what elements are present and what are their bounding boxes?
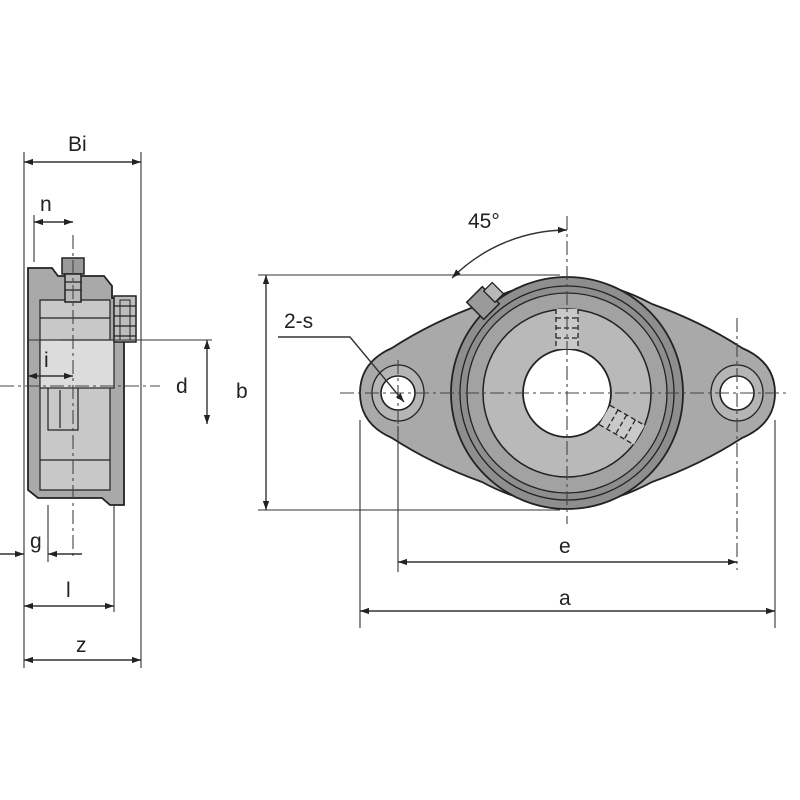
leader-2-s xyxy=(278,336,405,403)
label-i: i xyxy=(44,349,49,372)
label-n: n xyxy=(40,193,52,216)
label-d: d xyxy=(176,375,188,398)
label-a: a xyxy=(559,587,571,610)
side-view: Bi n i d g l z xyxy=(0,133,212,668)
label-2-s: 2-s xyxy=(284,310,313,333)
label-g: g xyxy=(30,530,42,553)
side-bore xyxy=(39,339,115,389)
dim-45-arc xyxy=(451,226,568,279)
label-e: e xyxy=(559,535,571,558)
side-set-screw xyxy=(113,295,137,343)
front-view: b e a 2-s 45° xyxy=(236,210,790,628)
label-l: l xyxy=(66,579,71,602)
label-45: 45° xyxy=(468,210,500,233)
label-z: z xyxy=(76,634,87,657)
label-Bi: Bi xyxy=(68,133,87,156)
front-set-screw-side xyxy=(598,404,646,446)
side-inner-detail xyxy=(47,388,79,431)
label-b: b xyxy=(236,380,248,403)
side-inner-ring xyxy=(39,299,111,491)
front-grease-nipple xyxy=(465,281,505,321)
